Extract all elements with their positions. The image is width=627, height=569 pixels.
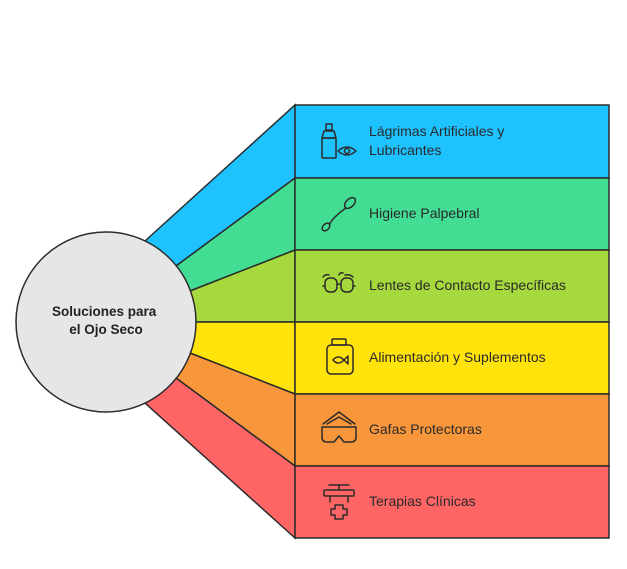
protective-goggles-icon [321,411,357,443]
row-box-1 [294,104,610,179]
solution-rows [294,104,610,539]
item-label-4-line-1: Alimentación y Suplementos [369,349,546,365]
row-box-3 [294,249,610,323]
clinical-therapy-icon [323,484,355,520]
item-label-6-line-1: Terapias Clínicas [369,493,476,509]
center-title-line-1: Soluciones para [52,304,157,319]
item-label-2-line-1: Higiene Palpebral [369,205,480,221]
row-box-2 [294,177,610,251]
item-label-1: Lágrimas Artificiales y Lubricantes [369,123,508,158]
item-label-5-line-1: Gafas Protectoras [369,421,482,437]
center-title-line-2: el Ojo Seco [69,322,143,337]
eye-drops-icon [321,123,357,159]
item-label-1-line-2: Lubricantes [369,142,441,158]
item-label-6: Terapias Clínicas [369,493,476,509]
item-label-5: Gafas Protectoras [369,421,482,437]
item-label-4: Alimentación y Suplementos [369,349,546,365]
supplement-jar-icon [326,338,354,375]
row-box-5 [294,393,610,467]
contact-lenses-icon [322,272,356,293]
item-label-2: Higiene Palpebral [369,205,480,221]
item-label-3: Lentes de Contacto Específicas [369,277,566,293]
center-circle [15,231,197,413]
item-label-1-line-1: Lágrimas Artificiales y [369,123,504,139]
center-title: Soluciones para el Ojo Seco [52,304,160,337]
swab-icon [321,196,357,232]
item-label-3-line-1: Lentes de Contacto Específicas [369,277,566,293]
